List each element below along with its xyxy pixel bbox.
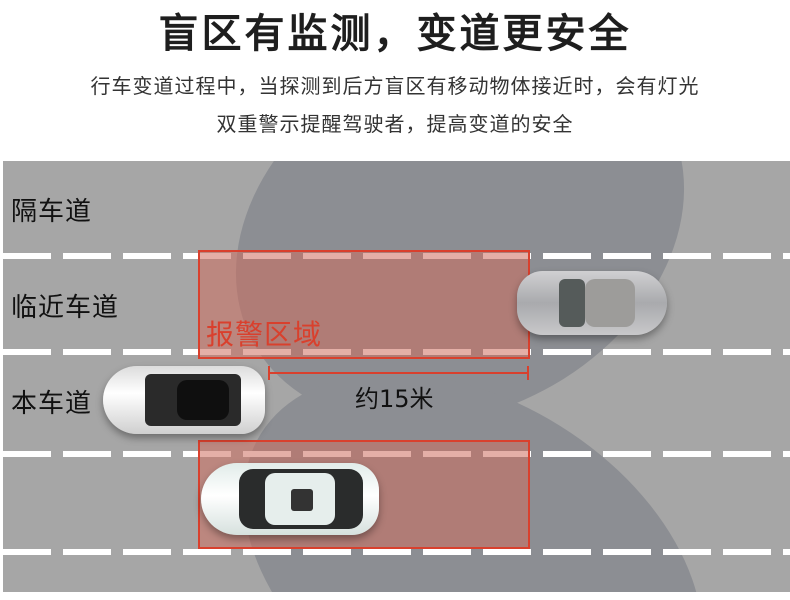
car-roof (585, 279, 635, 327)
own-car-icon (103, 366, 265, 434)
lane-marking (3, 549, 790, 555)
sunroof (291, 489, 313, 511)
subtitle-line-2: 双重警示提醒驾驶者，提高变道的安全 (216, 112, 574, 136)
lane-label-own: 本车道 (11, 389, 93, 419)
alert-zone-label: 报警区域 (206, 318, 323, 351)
lane-label-adjacent: 临近车道 (11, 293, 120, 323)
lane-label-far: 隔车道 (11, 197, 93, 227)
rear-car-icon (201, 463, 379, 535)
approaching-car-icon (517, 271, 667, 335)
page-title: 盲区有监测，变道更安全 (158, 10, 632, 57)
distance-label: 约15米 (355, 385, 434, 413)
subtitle-line-1: 行车变道过程中，当探测到后方盲区有移动物体接近时，会有灯光 (90, 74, 700, 98)
sunroof (177, 380, 229, 420)
distance-measure-line (268, 366, 529, 380)
road-diagram: 隔车道 临近车道 本车道 报警区域 约15米 (3, 161, 790, 592)
windshield (559, 279, 585, 327)
alert-zone-upper (198, 250, 530, 359)
